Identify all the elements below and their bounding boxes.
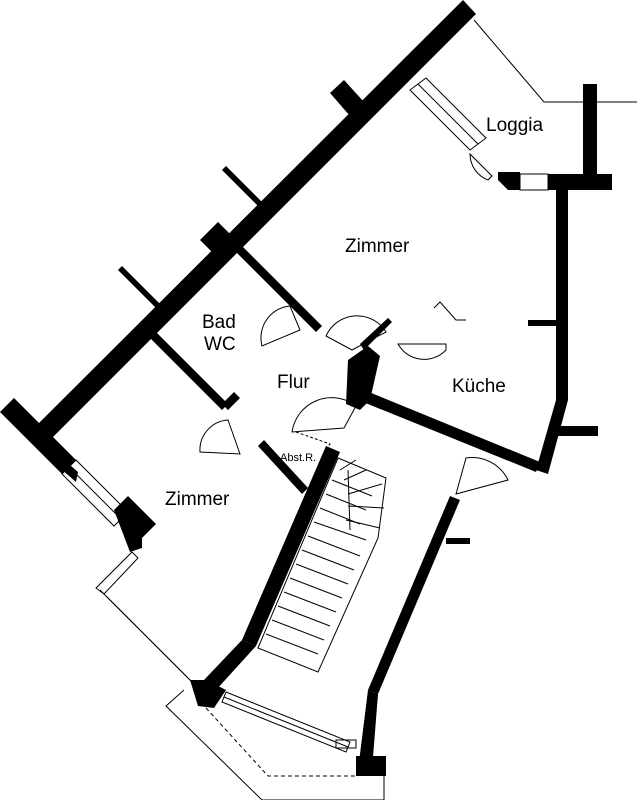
- loggia-window-small: [519, 173, 549, 191]
- stair-centerline: [347, 469, 351, 531]
- door-stair: [291, 397, 357, 433]
- window-southwest: [95, 551, 139, 595]
- stair-step-11: [271, 619, 325, 641]
- stair-step-7: [295, 563, 349, 585]
- room-labels: Loggia Zimmer Bad WC Flur Küche Abst.R. …: [165, 115, 543, 510]
- door-bad: [260, 305, 301, 347]
- wall-bad-flur: [222, 392, 240, 410]
- abstellraum-wall-left: [258, 440, 308, 494]
- window-southwest-line-2: [105, 595, 197, 687]
- balcony-dashed: [205, 707, 358, 777]
- stair-winder-3: [347, 483, 383, 495]
- stair-outline: [257, 457, 387, 673]
- loggia-wall-left-block: [498, 172, 520, 190]
- stair-winder-4: [347, 505, 385, 509]
- kitchen-wall-south: [358, 390, 540, 472]
- wall-stub-1: [330, 80, 364, 116]
- door-zimmer-top: [325, 315, 387, 351]
- wall-stub-left-end: [0, 398, 76, 474]
- stair-wall-east-stub: [446, 538, 470, 544]
- wall-corner-block-south: [190, 680, 226, 708]
- stair-wall-west: [242, 446, 340, 646]
- pillar-kitchen-stub: [360, 318, 392, 350]
- loggia-door-swing: [469, 152, 493, 181]
- abstellraum-dashed: [295, 431, 331, 453]
- window-west-room-pane: [68, 466, 122, 520]
- loggia-wall-right: [583, 84, 597, 180]
- door-kitchen: [397, 343, 447, 360]
- stair-wall-southwest: [204, 640, 256, 690]
- stair-winder-2: [343, 469, 367, 481]
- stair-wall-east-lower: [358, 690, 378, 770]
- outer-wall-west-lower: [114, 496, 156, 552]
- wall-stub-3: [200, 222, 242, 264]
- stair-wall-foot: [356, 756, 386, 776]
- door-flur-zimmer: [199, 419, 241, 455]
- wall-bad-bottom: [150, 332, 228, 410]
- label-zimmer-bottom: Zimmer: [165, 489, 230, 510]
- stair-step-12: [265, 633, 319, 655]
- stair-step-10: [277, 605, 331, 627]
- wall-pillar-left: [60, 458, 78, 482]
- stair-step-5: [307, 535, 361, 557]
- label-wc: WC: [204, 334, 236, 355]
- window-west-room: [61, 459, 129, 527]
- kitchen-wall-east: [556, 180, 568, 400]
- doors: [199, 301, 509, 495]
- window-south: [221, 691, 351, 753]
- label-zimmer-top: Zimmer: [345, 236, 410, 257]
- stair-winder-1: [339, 459, 357, 471]
- window-south-pane: [223, 696, 349, 748]
- balcony-outline: [165, 689, 385, 800]
- stair-step-1: [331, 479, 373, 497]
- staircase: [257, 457, 387, 673]
- loggia-boundary-line: [473, 19, 583, 103]
- loggia-window: [409, 77, 487, 151]
- wall-stub-2: [222, 166, 266, 210]
- outer-wall-northwest: [36, 0, 476, 440]
- central-pillar: [346, 346, 380, 410]
- window-south-frame: [335, 739, 357, 749]
- stair-wall-east: [368, 496, 460, 694]
- stair-step-6: [301, 549, 355, 571]
- walls: [0, 0, 612, 776]
- wall-stub-4: [118, 266, 160, 308]
- label-abstellraum: Abst.R.: [280, 452, 316, 464]
- label-bad: Bad: [202, 312, 236, 333]
- wall-bad-zimmer: [230, 240, 322, 332]
- stair-step-2: [325, 493, 367, 511]
- kitchen-fixture: [433, 301, 466, 321]
- stair-step-9: [283, 591, 337, 613]
- label-flur: Flur: [277, 372, 310, 393]
- windows-and-lines: [61, 19, 637, 800]
- stair-step-8: [289, 577, 343, 599]
- kitchen-wall-east-stub: [556, 426, 598, 436]
- kitchen-wall-southeast: [536, 400, 568, 474]
- loggia-window-pane: [417, 83, 479, 145]
- label-loggia: Loggia: [486, 115, 543, 136]
- stair-step-4: [313, 521, 367, 541]
- kitchen-wall-inner-stub: [528, 320, 558, 326]
- label-kueche: Küche: [452, 376, 506, 397]
- door-kitchen-stair: [455, 457, 509, 495]
- stair-winder-5: [345, 519, 381, 529]
